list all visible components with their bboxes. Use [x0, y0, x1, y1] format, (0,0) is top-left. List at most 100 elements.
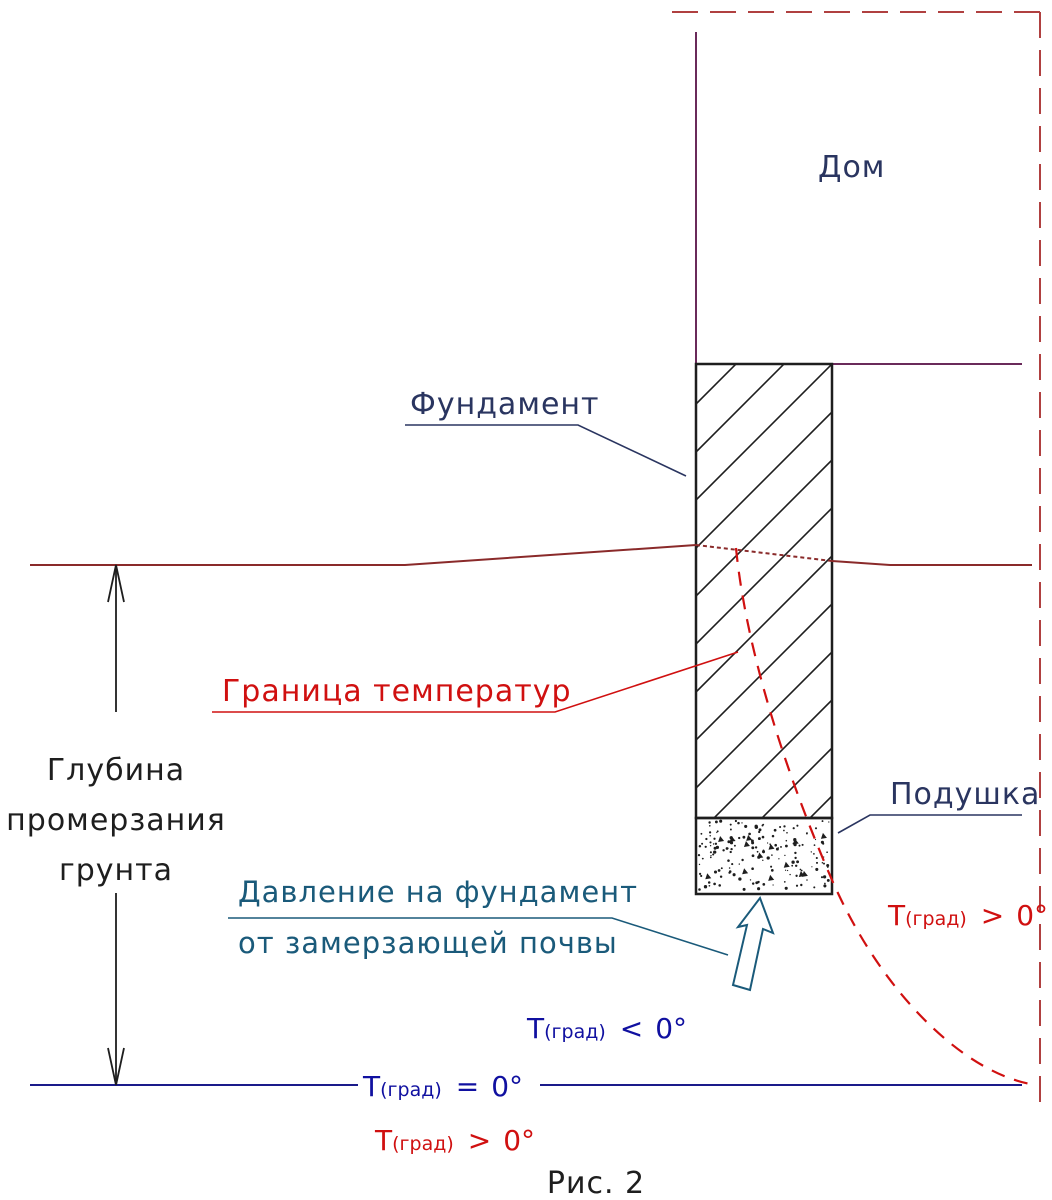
cushion-grain	[713, 837, 716, 840]
cushion-grain	[810, 851, 812, 853]
cushion-grain	[758, 830, 761, 834]
cushion-grain	[708, 821, 711, 824]
cushion-grain	[730, 847, 733, 851]
depth-label: Глубина промерзания грунта	[6, 753, 225, 888]
cushion-stone	[768, 874, 775, 881]
cushion-grain	[705, 837, 708, 841]
cushion-grain	[697, 854, 701, 857]
cushion-grain	[815, 861, 819, 864]
cushion-grain	[708, 884, 711, 887]
cushion-grain	[709, 845, 712, 847]
cushion-grain	[771, 854, 773, 856]
cushion-grain	[712, 843, 715, 845]
cushion-grain	[749, 879, 752, 881]
cushion-stone	[718, 836, 725, 843]
cushion-label: Подушка	[890, 777, 1040, 812]
cushion-grain	[712, 853, 715, 856]
cushion-grain	[751, 882, 755, 885]
hatch-line	[696, 459, 832, 597]
cushion-grain	[751, 854, 755, 858]
cushion-grain	[799, 868, 802, 871]
cushion-stone	[801, 870, 808, 877]
leader-lines	[212, 424, 1022, 956]
pressure-label: Давление на фундамент от замерзающей поч…	[238, 875, 637, 960]
hatch-line	[696, 507, 832, 645]
cushion-grain	[792, 827, 795, 830]
cushion-grain	[729, 823, 732, 826]
cushion-grain	[751, 867, 754, 871]
boundary-leader	[212, 651, 739, 713]
hatch-line	[696, 364, 786, 453]
cushion-grain	[738, 863, 740, 865]
cushion-grain	[715, 845, 720, 850]
temp-label-below-zero: T(град)<0°	[526, 1012, 687, 1045]
cushion-grain	[734, 819, 738, 823]
cushion-grain	[827, 866, 829, 868]
cushion-grain	[720, 867, 723, 870]
cushion-grain	[805, 832, 808, 835]
cushion-stone	[757, 852, 764, 859]
foundation-hatch	[696, 364, 832, 980]
temperature-boundary-label: Граница температур	[222, 674, 572, 709]
hatch-line	[696, 603, 832, 741]
cushion-grain	[786, 831, 788, 834]
temp-label-right: T(град)>0°	[887, 899, 1048, 932]
cushion-grain	[741, 822, 743, 824]
cushion-grain	[770, 869, 774, 872]
cushion-grain	[777, 847, 779, 849]
cushion-grain	[718, 884, 721, 887]
cushion-grain	[757, 887, 761, 891]
cushion-block	[694, 816, 834, 896]
cushion-grain	[795, 884, 799, 887]
cushion-grain	[701, 842, 704, 845]
cushion-grain	[822, 875, 827, 879]
cushion-grain	[701, 857, 704, 860]
cushion-grain	[820, 840, 824, 844]
cushion-grain	[716, 830, 719, 833]
cushion-stone	[742, 868, 749, 875]
hatch-line	[696, 364, 832, 501]
cushion-grain	[786, 869, 789, 872]
ground-surface-line	[30, 544, 1032, 566]
cushion-grain	[709, 834, 711, 837]
cushion-grain	[707, 881, 711, 884]
cushion-grain	[828, 821, 830, 823]
cushion-grain	[762, 859, 764, 862]
cushion-grain	[813, 844, 816, 846]
cushion-grain	[727, 847, 729, 849]
cushion-grain	[815, 867, 819, 871]
cushion-grain	[813, 853, 815, 855]
cushion-grain	[826, 851, 828, 854]
cushion-grain	[766, 856, 770, 860]
cushion-grain	[773, 828, 777, 832]
cushion-stone	[743, 841, 750, 848]
cushion-stone	[729, 835, 736, 842]
temp-label-above-zero: T(град)>0°	[374, 1124, 535, 1157]
foundation-label: Фундамент	[410, 387, 600, 422]
cushion-grain	[800, 869, 803, 872]
cushion-stone	[792, 838, 799, 845]
cushion-grain	[770, 865, 773, 868]
cushion-grain	[748, 832, 751, 836]
cushion-grain	[785, 839, 788, 842]
cushion-grain	[751, 841, 755, 845]
cushion-grain	[795, 874, 798, 877]
cushion-grain	[700, 874, 703, 878]
cushion-grain	[729, 841, 734, 845]
cushion-grain	[713, 882, 716, 886]
svg-text:грунта: грунта	[59, 853, 173, 888]
cushion-grain	[791, 860, 795, 864]
cushion-leader	[837, 814, 1022, 834]
cushion-grain	[789, 873, 791, 876]
cushion-grain	[758, 828, 762, 832]
hatch-line	[696, 651, 832, 789]
cushion-grain	[811, 866, 813, 868]
cushion-grain	[727, 841, 730, 844]
cushion-grain	[742, 887, 746, 891]
cushion-grain	[798, 844, 801, 847]
hatch-line	[760, 747, 832, 818]
cushion-grain	[732, 873, 736, 877]
cushion-grain	[742, 835, 746, 839]
cushion-grain	[796, 824, 799, 827]
hatch-line	[696, 844, 832, 980]
